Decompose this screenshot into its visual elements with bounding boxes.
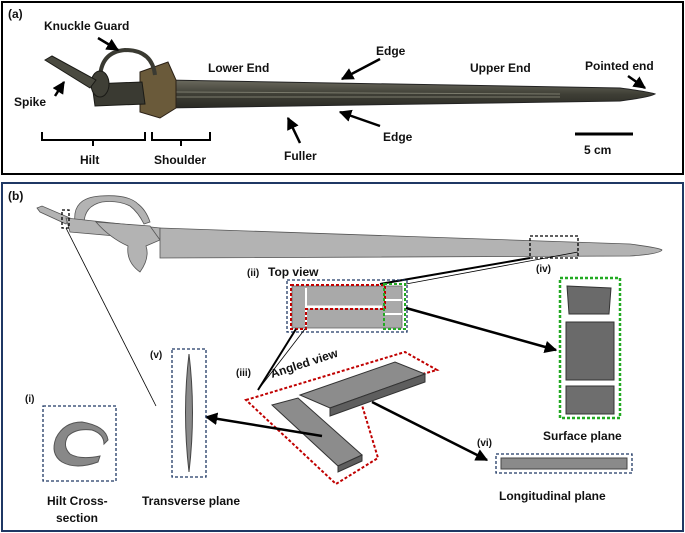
shoulder-brace	[151, 132, 211, 146]
angled-block-large-side	[329, 373, 426, 417]
hilt-cross-section-box	[42, 405, 117, 482]
longitudinal-plane-box	[495, 453, 633, 474]
panel-b-label: (b)	[8, 189, 23, 203]
top-view-green-region	[383, 283, 406, 330]
spike-photo	[44, 55, 97, 89]
panel-b: (b) (ii) Top view (iv)	[1, 182, 684, 532]
angled-view-outline	[244, 350, 440, 486]
label-fuller: Fuller	[284, 149, 317, 163]
arrow-pointed-end	[627, 74, 647, 90]
transverse-plane-box	[171, 348, 207, 478]
label-lower-end: Lower End	[208, 61, 269, 75]
caption-top-view: Top view	[268, 265, 319, 279]
surface-sample-top	[566, 285, 612, 315]
arrow-knuckle-guard	[97, 36, 120, 52]
caption-surface-plane: Surface plane	[543, 429, 622, 443]
hilt-brace	[41, 132, 146, 146]
arrow-fuller	[286, 116, 302, 144]
label-hilt: Hilt	[80, 153, 99, 167]
connector-angled-b	[257, 328, 306, 391]
arrow-longitudinal-plane	[371, 400, 489, 462]
panel-a: (a) Knuckle Guard Spike L	[1, 1, 684, 175]
arrow-edge-top	[340, 57, 381, 81]
top-view-outer-box	[286, 279, 408, 333]
caption-hilt-cross-section-2: section	[56, 511, 98, 525]
view-label-iv: (iv)	[536, 264, 551, 275]
caption-transverse-plane: Transverse plane	[142, 494, 240, 508]
label-edge-top: Edge	[376, 44, 406, 58]
angled-block-small-side	[337, 454, 363, 473]
view-label-v: (v)	[150, 350, 162, 361]
silhouette-pommel	[95, 221, 161, 273]
surface-sample-bottom	[565, 385, 615, 415]
top-view-red-region	[290, 284, 386, 330]
transverse-sample	[185, 353, 193, 473]
view-label-vi: (vi)	[477, 438, 492, 449]
hilt-sample-box	[61, 209, 70, 229]
label-spike: Spike	[14, 95, 46, 109]
label-shoulder: Shoulder	[154, 153, 206, 167]
longitudinal-sample	[500, 457, 628, 470]
surface-sample-middle	[565, 321, 615, 381]
label-edge-bottom: Edge	[383, 130, 413, 144]
caption-longitudinal-plane: Longitudinal plane	[499, 489, 606, 503]
label-knuckle-guard: Knuckle Guard	[44, 19, 129, 33]
surface-plane-box	[558, 276, 622, 420]
label-upper-end: Upper End	[470, 61, 531, 75]
arrow-surface-plane	[405, 306, 558, 353]
sword-blade	[164, 79, 657, 109]
caption-hilt-cross-section-1: Hilt Cross-	[47, 494, 108, 508]
label-scale-bar: 5 cm	[584, 143, 611, 157]
shoulder-photo	[139, 61, 177, 119]
silhouette-blade	[159, 227, 663, 259]
knuckle-guard-photo	[98, 47, 157, 81]
view-label-ii: (ii)	[247, 268, 259, 279]
connector-hilt	[65, 227, 157, 407]
panel-a-label: (a)	[8, 7, 23, 21]
fuller-line	[174, 91, 561, 95]
view-label-iii: (iii)	[236, 368, 251, 379]
pommel-photo	[90, 70, 110, 98]
arrow-spike	[52, 80, 66, 97]
sword-silhouette	[36, 195, 663, 273]
sword-photo	[44, 47, 657, 119]
view-label-i: (i)	[25, 394, 34, 405]
label-pointed-end: Pointed end	[585, 59, 654, 73]
silhouette-guard	[74, 195, 151, 225]
connector-angled-a	[257, 328, 297, 391]
hilt-cross-section-shape	[53, 421, 109, 467]
arrow-transverse-plane	[204, 412, 323, 438]
connector-blade-right	[405, 251, 579, 285]
arrow-edge-bottom	[338, 109, 381, 128]
